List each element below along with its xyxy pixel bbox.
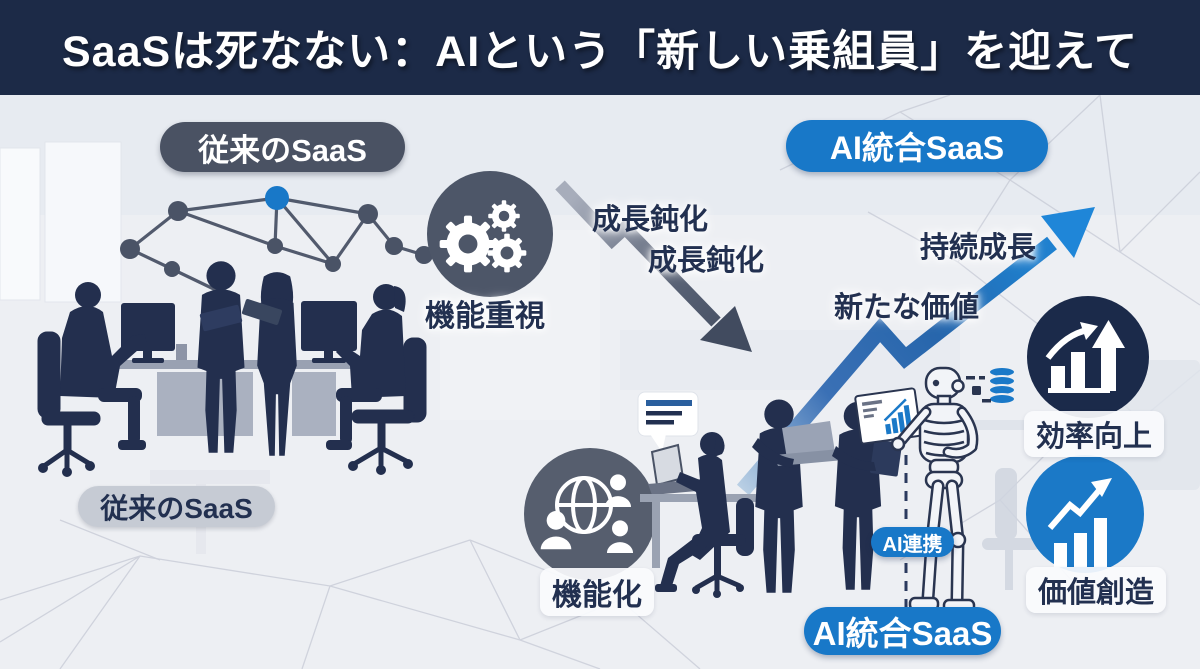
network-nodes-icon	[120, 186, 433, 294]
zigzag-down-arrow-icon	[555, 180, 752, 352]
growth-slowdown-label-2: 成長鈍化	[648, 245, 765, 277]
traditional-team-illustration	[37, 261, 427, 477]
network-highlight-node	[265, 186, 289, 210]
seated-man-silhouette	[60, 282, 147, 450]
ai-saas-top-pill: AI統合SaaS	[786, 120, 1048, 172]
traditional-saas-top-pill: 従来のSaaS	[160, 122, 405, 172]
title-banner: SaaSは死なない：AIという「新しい乗組員」を迎えて	[0, 0, 1200, 95]
seated-woman-laptop-silhouette	[655, 432, 730, 592]
functionalization-label: 機能化	[540, 568, 654, 616]
ai-link-pill: AI連携	[871, 527, 954, 557]
office-chair-icon	[348, 337, 427, 475]
gears-icon	[427, 171, 553, 297]
page-title: SaaSは死なない：AIという「新しい乗組員」を迎えて	[61, 27, 1139, 76]
office-chair-icon	[692, 498, 754, 598]
ai-saas-bottom-pill: AI統合SaaS	[804, 607, 1001, 655]
middle-worker-illustration	[637, 391, 756, 598]
feature-focus-label: 機能重視	[425, 300, 545, 333]
bar-chart-double-arrow-icon	[1027, 296, 1149, 418]
zigzag-up-arrow-icon	[736, 207, 1095, 496]
globe-users-icon	[524, 448, 656, 580]
bar-chart-growth-arrow-icon	[1026, 455, 1144, 573]
standing-woman-silhouette	[241, 272, 297, 456]
speech-bubble-icon	[637, 391, 699, 452]
businessman-laptop-silhouette	[752, 399, 844, 593]
office-chair-icon	[37, 331, 101, 477]
ai-robot-illustration	[854, 366, 979, 614]
value-creation-label: 価値創造	[1026, 567, 1167, 613]
database-icon	[966, 366, 1016, 405]
efficiency-label: 効率向上	[1024, 411, 1165, 457]
traditional-saas-bottom-pill: 従来のSaaS	[78, 486, 275, 527]
growth-slowdown-label-1: 成長鈍化	[592, 204, 709, 236]
standing-man-silhouette	[197, 261, 245, 453]
sustained-growth-label: 持続成長	[920, 232, 1037, 264]
new-value-label: 新たな価値	[834, 292, 980, 324]
seated-woman-silhouette	[326, 284, 406, 450]
